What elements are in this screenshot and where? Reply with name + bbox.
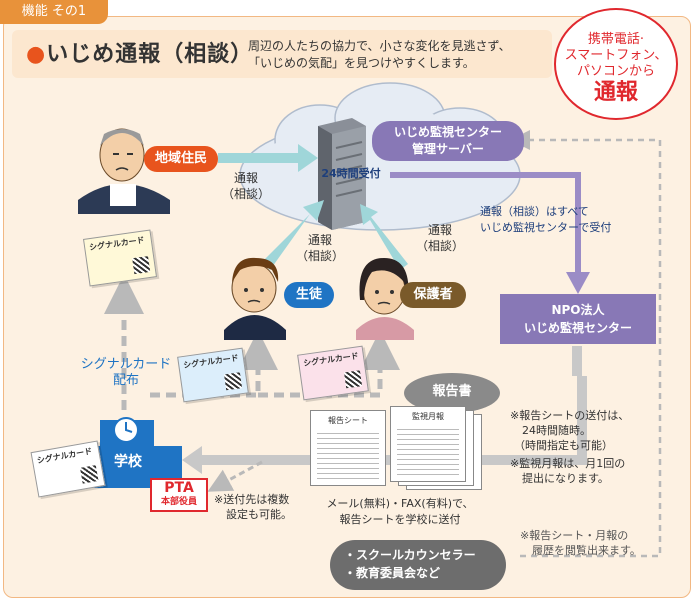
multi-destination-note: ※送付先は複数 設定も可能。	[214, 492, 292, 522]
desc-line-2: 「いじめの気配」を見つけやすくします。	[248, 56, 475, 70]
server-24h-label: 24時間受付	[321, 167, 381, 180]
npo-receive-line-2: いじめ監視センターで受付	[480, 221, 612, 234]
title-bullet: ●	[26, 42, 47, 67]
card-dist-line-1: シグナルカード	[80, 357, 172, 372]
student-report-label: 通報 （相談）	[290, 232, 350, 264]
badge-line-2: スマートフォン、	[564, 48, 668, 63]
view-note-line-2: 履歴を閲覧出来ます。	[532, 544, 641, 557]
signal-card-title: シグナルカード	[182, 353, 240, 370]
history-view-note: ※報告シート・月報の 履歴を閲覧出来ます。	[520, 528, 641, 558]
card-dist-line-2: 配布	[112, 373, 139, 388]
report-sheet-title: 報告シート	[328, 416, 368, 425]
server-label: いじめ監視センター 管理サーバー	[372, 121, 524, 161]
npo-box: NPO法人 いじめ監視センター	[500, 294, 656, 344]
signal-card-title: シグナルカード	[88, 235, 146, 253]
signal-card-title: シグナルカード	[302, 351, 360, 368]
outside-parties: ・スクールカウンセラー ・教育委員会など	[344, 546, 504, 582]
mail-fax-line-1: メール(無料)・FAX(有料)で、	[326, 497, 474, 510]
send-note-line-2: 24時間随時。	[522, 424, 591, 437]
badge-line-4: 通報	[593, 80, 638, 105]
monthly-report-title: 監視月報	[412, 412, 444, 421]
student-report-line-2: （相談）	[295, 249, 344, 263]
history-dashed-line	[510, 130, 662, 558]
signal-card-guardian: シグナルカード	[297, 345, 369, 401]
desc-line-1: 周辺の人たちの協力で、小さな変化を見逃さず、	[248, 39, 511, 53]
report-arrow-resident	[218, 144, 318, 172]
student-person-icon	[224, 257, 286, 340]
pta-box: PTA 本部役員	[150, 478, 208, 512]
header-band	[12, 30, 552, 78]
school-label: 学校	[114, 454, 142, 470]
title-text: いじめ通報（相談）	[46, 42, 254, 67]
outside-pill	[330, 540, 506, 590]
monthly-note: ※監視月報は、月1回の 提出になります。	[510, 456, 625, 486]
signal-card-title: シグナルカード	[36, 446, 93, 466]
badge-line-1: 携帯電話·	[587, 32, 645, 47]
page-title: ●いじめ通報（相談）	[26, 36, 253, 68]
report-oval	[404, 373, 500, 413]
report-sheet-document: 報告シート	[310, 410, 386, 486]
resident-report-line-1: 通報	[233, 171, 258, 185]
monthly-note-line-1: ※監視月報は、月1回の	[510, 457, 626, 470]
guardian-report-line-1: 通報	[427, 223, 452, 237]
monthly-report-lines	[397, 425, 459, 475]
resident-report-line-2: （相談）	[221, 187, 270, 201]
qr-code-icon	[224, 372, 243, 391]
server-to-npo-arrow	[390, 172, 590, 294]
qr-code-icon	[344, 370, 363, 389]
report-arrow-student	[262, 200, 324, 270]
school-to-guardian-dashed	[258, 330, 400, 398]
signal-card-resident: シグナルカード	[82, 229, 158, 287]
signal-card-student: シグナルカード	[177, 347, 249, 403]
resident-report-label: 通報 （相談）	[216, 170, 276, 202]
monthly-report-document: 監視月報	[390, 406, 466, 482]
multi-dest-line-2: 設定も可能。	[226, 508, 292, 521]
pta-line-1: PTA	[164, 480, 194, 496]
server-label-line-1: いじめ監視センター	[393, 125, 502, 139]
npo-to-report-line	[572, 346, 582, 376]
device-badge: 携帯電話· スマートフォン、 パソコンから 通報	[554, 8, 678, 120]
npo-receive-note: 通報（相談）はすべて いじめ監視センターで受付	[480, 204, 660, 236]
card-distribution-label: シグナルカード 配布	[66, 357, 186, 389]
pta-line-2: 本部役員	[160, 497, 197, 507]
guardian-report-label: 通報 （相談）	[410, 222, 470, 254]
npo-line-2: いじめ監視センター	[523, 321, 632, 335]
student-report-line-1: 通報	[307, 233, 332, 247]
guardian-label: 保護者	[400, 282, 466, 308]
header-description: 周辺の人たちの協力で、小さな変化を見逃さず、 「いじめの気配」を見つけやすくしま…	[248, 38, 548, 72]
student-label: 生徒	[284, 282, 334, 308]
send-timing-note: ※報告シートの送付は、 24時間随時。 （時間指定も可能）	[510, 408, 629, 453]
mail-fax-note: メール(無料)・FAX(有料)で、 報告シートを学校に送付	[300, 496, 500, 528]
npo-receive-line-1: 通報（相談）はすべて	[480, 205, 589, 218]
outside-line-1: ・スクールカウンセラー	[344, 548, 476, 562]
resident-label: 地域住民	[144, 146, 218, 172]
guardian-report-line-2: （相談）	[415, 239, 464, 253]
send-note-line-3: （時間指定も可能）	[514, 439, 613, 452]
outside-line-2: ・教育委員会など	[344, 566, 441, 580]
report-arrow-guardian	[360, 204, 408, 270]
npo-line-1: NPO法人	[551, 303, 605, 317]
report-sheet-lines	[317, 429, 379, 479]
multi-dest-line-1: ※送付先は複数	[214, 493, 290, 506]
view-note-line-1: ※報告シート・月報の	[520, 529, 629, 542]
badge-line-3: パソコンから	[576, 64, 655, 79]
send-note-line-1: ※報告シートの送付は、	[510, 409, 630, 422]
monthly-note-line-2: 提出になります。	[522, 472, 609, 485]
feature-tab: 機能 その1	[0, 0, 108, 24]
qr-code-icon	[132, 256, 151, 275]
guardian-person-icon	[356, 258, 414, 340]
server-label-line-2: 管理サーバー	[412, 142, 484, 156]
mail-fax-line-2: 報告シートを学校に送付	[339, 513, 461, 526]
report-label: 報告書	[432, 384, 472, 399]
pta-dashed-arrow	[207, 460, 263, 492]
